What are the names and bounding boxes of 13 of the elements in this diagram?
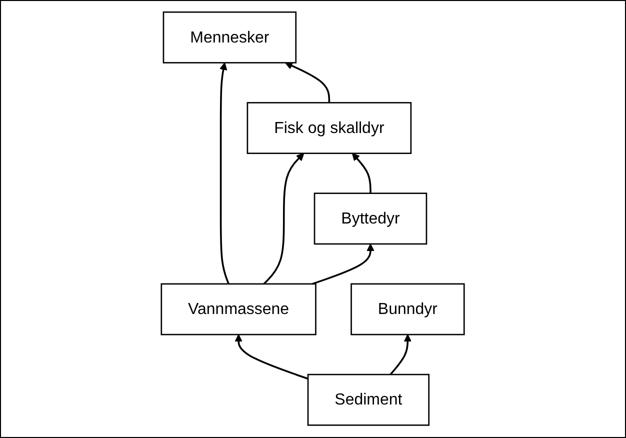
arrow — [220, 62, 230, 285]
node-box: Vannmassene — [160, 284, 317, 336]
arrow — [264, 153, 304, 285]
arrow — [234, 334, 309, 380]
node-box: Byttedyr — [314, 193, 428, 245]
arrow — [312, 244, 375, 286]
arrow — [285, 62, 330, 104]
node-box: Sediment — [308, 374, 430, 426]
node-box: Fisk og skalldyr — [247, 102, 412, 154]
node-box: Bunndyr — [350, 284, 466, 336]
node-box: Mennesker — [163, 12, 297, 64]
arrow — [352, 153, 372, 194]
arrow — [390, 334, 412, 376]
